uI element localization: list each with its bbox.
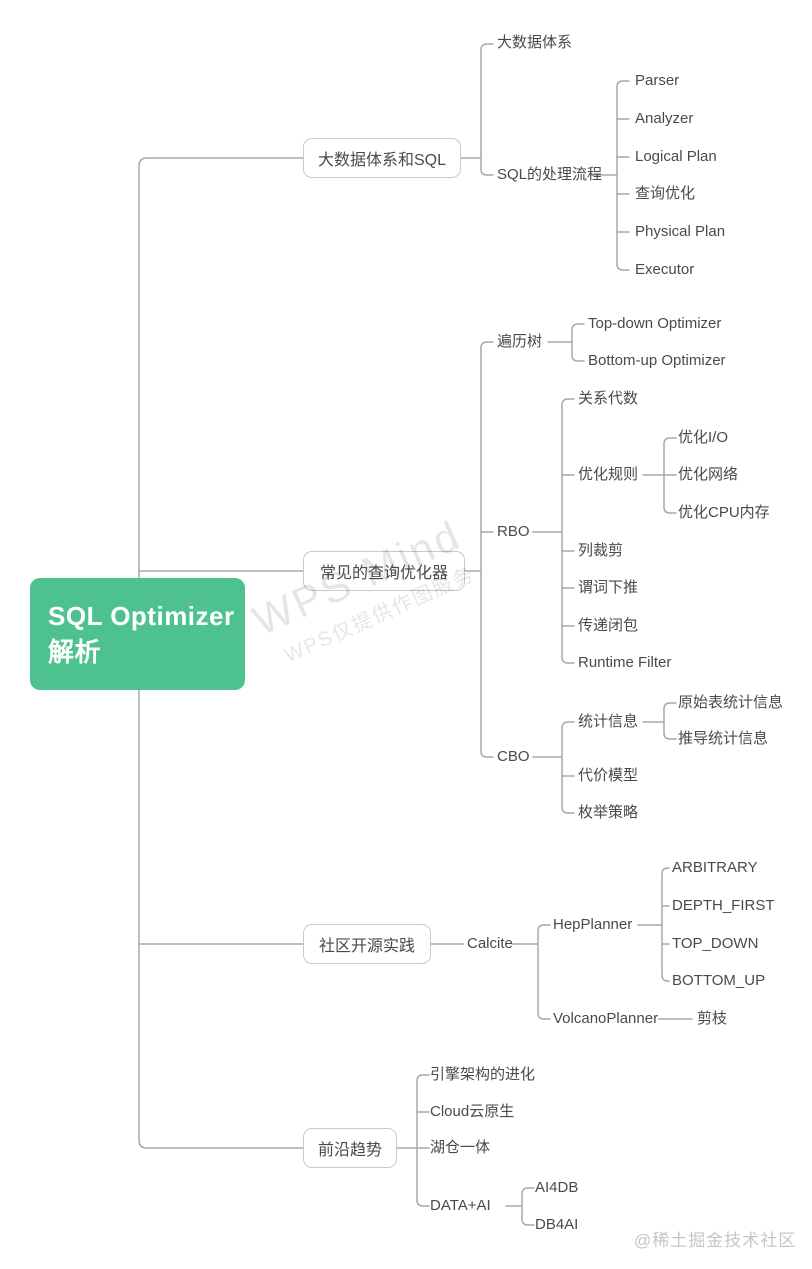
branch-common-query-optimizers[interactable]: 常见的查询优化器 [303, 551, 465, 591]
node-opt-cpu-mem[interactable]: 优化CPU内存 [678, 504, 770, 521]
node-ai4db[interactable]: AI4DB [535, 1179, 579, 1196]
node-enum-strategy[interactable]: 枚举策略 [578, 804, 639, 821]
credit-text: @稀土掘金技术社区 [634, 1231, 797, 1250]
node-transitive-closure[interactable]: 传递闭包 [578, 617, 639, 634]
node-hepplanner[interactable]: HepPlanner [553, 916, 633, 933]
node-physical-plan[interactable]: Physical Plan [635, 223, 726, 240]
node-relational-algebra[interactable]: 关系代数 [578, 390, 639, 407]
node-cost-model[interactable]: 代价模型 [578, 767, 639, 784]
node-logical-plan[interactable]: Logical Plan [635, 148, 717, 165]
node-top-down[interactable]: TOP_DOWN [672, 935, 759, 952]
node-engine-evolution[interactable]: 引擎架构的进化 [430, 1066, 536, 1083]
node-runtime-filter[interactable]: Runtime Filter [578, 654, 672, 671]
node-traverse-tree[interactable]: 遍历树 [497, 333, 543, 350]
root-node[interactable]: SQL Optimizer 解析 [30, 578, 245, 690]
node-bottom-up[interactable]: BOTTOM_UP [672, 972, 766, 989]
node-parser[interactable]: Parser [635, 72, 680, 89]
branch-frontier-trends[interactable]: 前沿趋势 [303, 1128, 397, 1168]
node-opt-rules[interactable]: 优化规则 [578, 466, 639, 483]
root-title-line1: SQL Optimizer [48, 601, 235, 631]
node-opt-network[interactable]: 优化网络 [678, 466, 739, 483]
node-db4ai[interactable]: DB4AI [535, 1216, 579, 1233]
node-arbitrary[interactable]: ARBITRARY [672, 859, 758, 876]
node-topdown-optimizer[interactable]: Top-down Optimizer [588, 315, 722, 332]
node-column-pruning[interactable]: 列裁剪 [578, 542, 624, 559]
node-bottomup-optimizer[interactable]: Bottom-up Optimizer [588, 352, 726, 369]
node-cbo[interactable]: CBO [497, 748, 530, 765]
node-volcanoplanner[interactable]: VolcanoPlanner [553, 1010, 659, 1027]
branch-bigdata-and-sql[interactable]: 大数据体系和SQL [303, 138, 461, 178]
node-calcite[interactable]: Calcite [467, 935, 513, 952]
node-data-ai[interactable]: DATA+AI [430, 1197, 491, 1214]
node-predicate-pushdown[interactable]: 谓词下推 [578, 579, 639, 596]
node-raw-table-stats[interactable]: 原始表统计信息 [678, 694, 784, 711]
node-analyzer[interactable]: Analyzer [635, 110, 694, 127]
node-opt-io[interactable]: 优化I/O [678, 429, 729, 446]
node-cloud-native[interactable]: Cloud云原生 [430, 1103, 515, 1120]
node-pruning[interactable]: 剪枝 [697, 1010, 728, 1027]
node-query-optimization[interactable]: 查询优化 [635, 185, 696, 202]
node-depth-first[interactable]: DEPTH_FIRST [672, 897, 775, 914]
node-bigdata-system[interactable]: 大数据体系 [497, 34, 573, 51]
node-rbo[interactable]: RBO [497, 523, 530, 540]
branch-community-opensource[interactable]: 社区开源实践 [303, 924, 431, 964]
node-stats-info[interactable]: 统计信息 [578, 713, 639, 730]
node-lakehouse[interactable]: 湖仓一体 [430, 1139, 491, 1156]
node-derived-stats[interactable]: 推导统计信息 [678, 730, 769, 747]
node-sql-process-flow[interactable]: SQL的处理流程 [497, 166, 603, 183]
root-title-line2: 解析 [48, 637, 102, 667]
node-executor[interactable]: Executor [635, 261, 695, 278]
